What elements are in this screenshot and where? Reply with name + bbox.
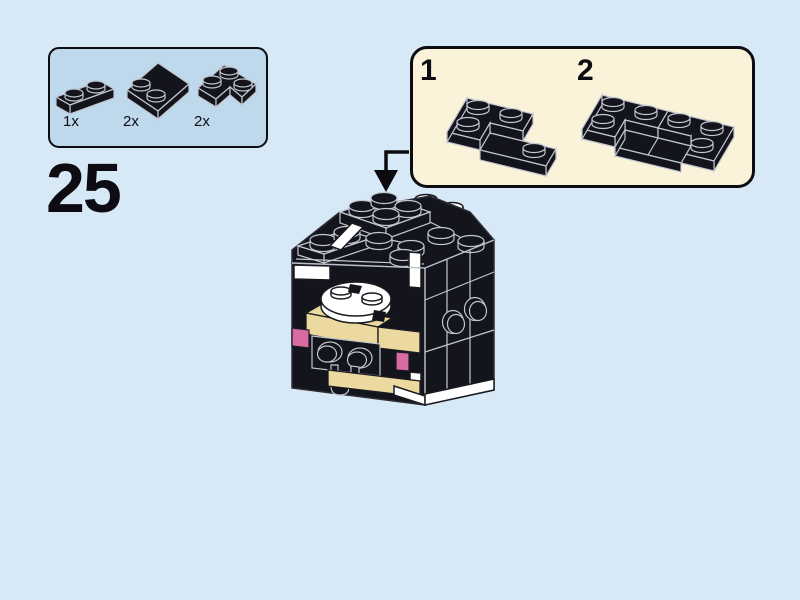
white-plate-sliver	[328, 222, 365, 251]
white-strip-lower	[409, 371, 422, 395]
new-plate-on-top	[338, 191, 432, 240]
mouth-brick	[311, 335, 381, 377]
white-bottom-front	[393, 384, 426, 407]
model-top-face	[291, 195, 496, 269]
white-strip-upper	[408, 251, 422, 289]
tan-plate-right	[377, 326, 421, 354]
white-bottom-right	[424, 378, 495, 406]
step-number: 25	[46, 149, 122, 227]
black-print-mark	[348, 284, 362, 294]
model-front-face	[291, 262, 426, 406]
white-round-plate	[320, 281, 392, 324]
part-count-corner-plate: 2x	[194, 113, 210, 130]
tan-bottom-strip	[327, 369, 421, 398]
clip-piece	[330, 364, 360, 396]
right-face-details	[424, 250, 495, 406]
tan-plate-front	[305, 312, 379, 349]
white-stud	[414, 193, 438, 210]
pink-plate-left	[291, 327, 310, 349]
model-brickheadz-head	[291, 191, 496, 407]
black-notch	[372, 310, 386, 322]
part-count-2x2-plate: 2x	[123, 113, 139, 130]
substep-1-label: 1	[420, 54, 437, 87]
tan-plate-top	[304, 304, 394, 328]
pink-plate-right	[395, 351, 410, 372]
substep-2-label: 2	[577, 54, 594, 87]
top-left-plate	[296, 225, 374, 264]
part-count-1x2-plate: 1x	[63, 113, 79, 130]
parts-inventory-box	[48, 47, 268, 148]
white-tile-stripe	[293, 264, 331, 281]
model-right-face	[424, 238, 495, 406]
placement-arrow	[374, 150, 409, 192]
white-stud	[440, 201, 464, 218]
